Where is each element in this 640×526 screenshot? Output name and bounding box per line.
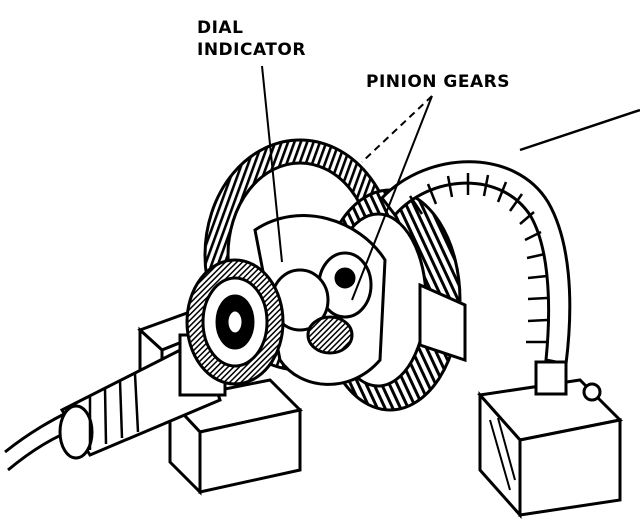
pinion-gears-label: PINION GEARS bbox=[366, 72, 510, 92]
side-bearing bbox=[185, 258, 285, 386]
pinion-leader-2 bbox=[351, 95, 433, 301]
magnetic-base bbox=[477, 360, 624, 519]
differential-case bbox=[253, 214, 387, 386]
dial-indicator-label-line1: DIAL bbox=[197, 18, 244, 38]
dial-indicator-leader bbox=[261, 65, 283, 263]
dial-indicator-label-line2: INDICATOR bbox=[197, 40, 306, 60]
pinion-leader-1 bbox=[361, 95, 433, 163]
right-support-block bbox=[418, 282, 467, 363]
